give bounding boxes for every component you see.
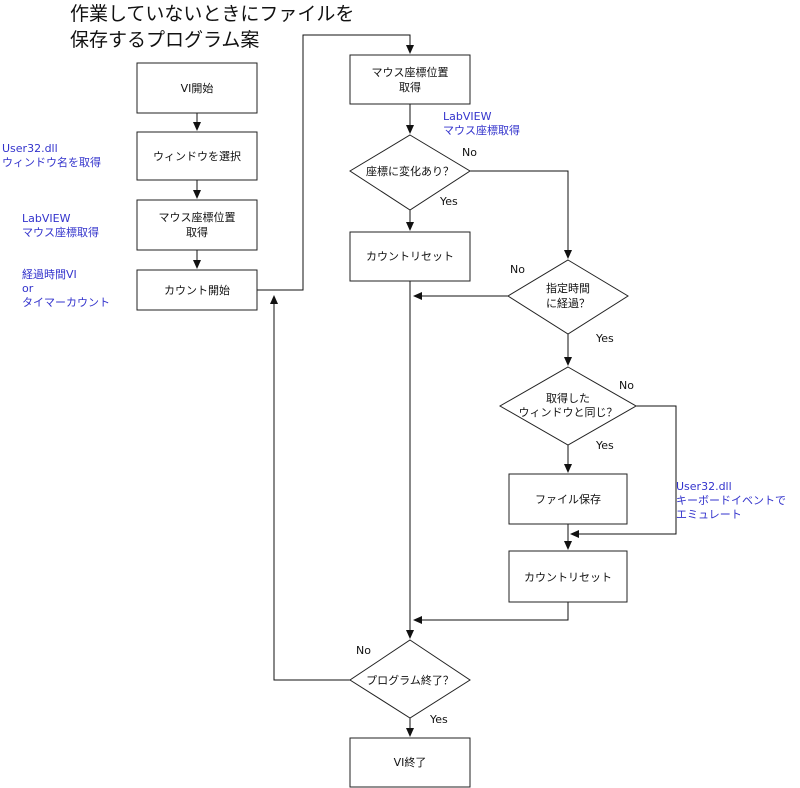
node-same-window-line2: ウィンドウと同じ？: [519, 406, 618, 419]
note-user32-keyboard-line2: キーボードイベントで: [676, 494, 786, 507]
label-time-yes: Yes: [595, 332, 614, 345]
node-mouse-pos-right: マウス座標位置 取得: [349, 54, 471, 105]
node-count-reset-2: カウントリセット: [508, 550, 628, 603]
node-count-reset-1: カウントリセット: [349, 231, 471, 282]
note-user32-keyboard-line1: User32.dll: [676, 480, 732, 493]
node-time-elapsed-line2: に経過？: [546, 297, 590, 310]
node-same-window-line1: 取得した: [546, 392, 590, 405]
note-user32-window: User32.dll ウィンドウ名を取得: [2, 142, 101, 169]
node-vi-start: VI開始: [136, 62, 258, 114]
label-time-no: No: [510, 263, 525, 276]
note-labview-mouse-left-line2: マウス座標取得: [22, 225, 99, 239]
node-select-window: ウィンドウを選択: [136, 131, 258, 181]
node-file-save-label: ファイル保存: [535, 492, 601, 506]
node-vi-end-label: VI終了: [394, 755, 427, 769]
label-window-no: No: [619, 379, 634, 392]
note-labview-mouse-left-line1: LabVIEW: [22, 212, 71, 225]
edges: [193, 34, 677, 737]
label-coord-no: No: [462, 146, 477, 159]
node-select-window-label: ウィンドウを選択: [153, 149, 241, 163]
node-vi-end: VI終了: [349, 737, 471, 788]
node-coord-changed-label: 座標に変化あり？: [366, 164, 454, 178]
note-user32-keyboard: User32.dll キーボードイベントで エミュレート: [676, 480, 786, 521]
note-labview-mouse-right-line2: マウス座標取得: [443, 123, 520, 137]
note-timer-line1: 経過時間VI: [22, 268, 77, 281]
note-labview-mouse-right: LabVIEW マウス座標取得: [443, 110, 520, 137]
node-mouse-pos-left-line2: 取得: [186, 226, 208, 239]
node-mouse-pos-right-line2: 取得: [399, 81, 421, 94]
edge-reset2-to-main: [413, 602, 569, 624]
edge-window-no-to-reset2: [570, 405, 677, 538]
node-count-start-label: カウント開始: [164, 283, 230, 297]
node-file-save: ファイル保存: [508, 473, 628, 525]
label-window-yes: Yes: [595, 439, 614, 452]
edge-coord-no-to-time: [470, 170, 572, 259]
note-labview-mouse-right-line1: LabVIEW: [443, 110, 492, 123]
node-count-reset-2-label: カウントリセット: [524, 571, 612, 584]
title-line-1: 作業していないときにファイルを: [70, 3, 354, 25]
label-coord-yes: Yes: [439, 195, 458, 208]
note-timer: 経過時間VI or タイマーカウント: [22, 268, 110, 309]
note-timer-line3: タイマーカウント: [22, 296, 110, 309]
note-labview-mouse-left: LabVIEW マウス座標取得: [22, 212, 99, 239]
edge-count-to-mouse-right: [257, 34, 414, 291]
label-end-yes: Yes: [429, 713, 448, 726]
note-user32-window-line1: User32.dll: [2, 142, 58, 155]
note-user32-window-line2: ウィンドウ名を取得: [2, 155, 101, 169]
node-count-reset-1-label: カウントリセット: [366, 250, 454, 263]
label-end-no: No: [356, 644, 371, 657]
node-program-end-label: プログラム終了？: [366, 673, 454, 687]
node-count-start: カウント開始: [136, 269, 258, 311]
node-coord-changed: 座標に変化あり？: [349, 134, 471, 211]
title-line-2: 保存するプログラム案: [70, 29, 259, 51]
node-time-elapsed: 指定時間 に経過？: [507, 259, 629, 335]
node-vi-start-label: VI開始: [181, 81, 214, 95]
note-timer-line2: or: [22, 282, 34, 295]
node-mouse-pos-left: マウス座標位置 取得: [136, 199, 258, 251]
node-time-elapsed-line1: 指定時間: [546, 281, 590, 295]
edge-end-no-to-loop: [270, 295, 350, 681]
node-mouse-pos-right-line1: マウス座標位置: [372, 65, 449, 79]
note-user32-keyboard-line3: エミュレート: [676, 508, 742, 521]
node-mouse-pos-left-line1: マウス座標位置: [159, 210, 236, 224]
node-same-window: 取得した ウィンドウと同じ？: [498, 366, 638, 446]
node-program-end: プログラム終了？: [349, 639, 471, 719]
